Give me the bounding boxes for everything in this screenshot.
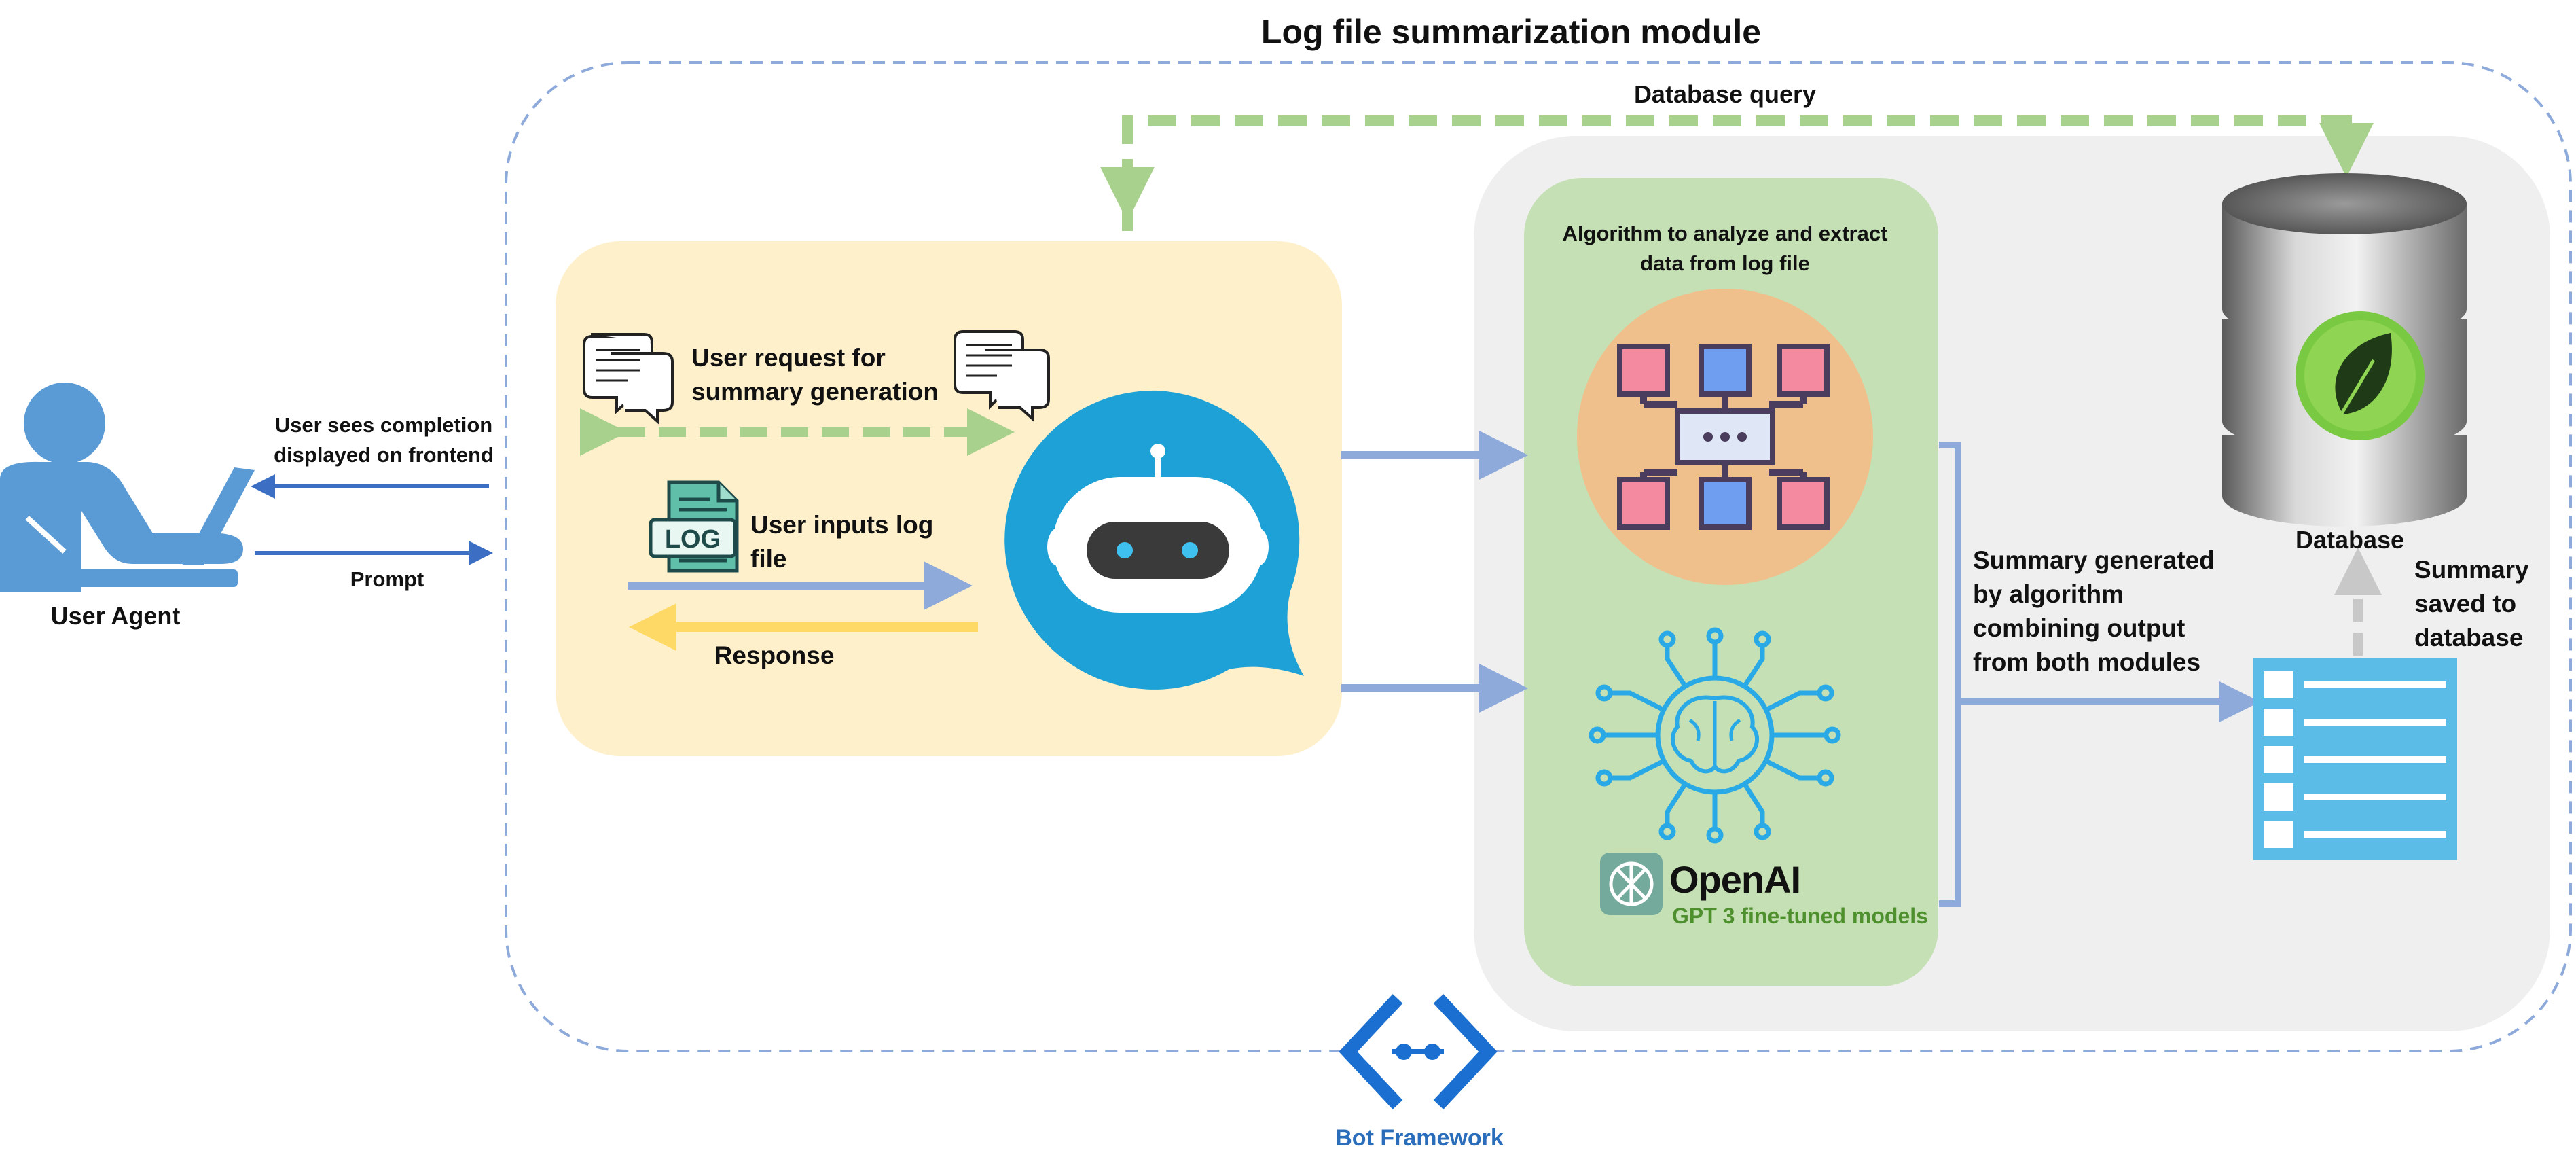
document-list-icon xyxy=(2253,658,2457,860)
log-badge-text: LOG xyxy=(664,525,721,554)
prompt-label: Prompt xyxy=(350,567,424,591)
gpt-models-label: GPT 3 fine-tuned models xyxy=(1672,904,1928,928)
openai-name: OpenAI xyxy=(1669,858,1801,901)
module-boundary xyxy=(505,61,2572,1052)
response-label: Response xyxy=(714,641,835,669)
openai-logo-icon xyxy=(1600,853,1663,915)
robot-chat-icon xyxy=(1004,390,1304,690)
summary-label: Summary generated by algorithm combining… xyxy=(1973,546,2215,676)
log-input-label: User inputs log file xyxy=(750,511,934,573)
ai-brain-icon xyxy=(1589,627,1841,844)
module-output-connector xyxy=(1939,442,1961,907)
user-sees-completion-label: User sees completion displayed on fronte… xyxy=(274,413,494,467)
chat-bubble-icon xyxy=(583,333,674,425)
diagram-title: Log file summarization module xyxy=(1260,13,1762,51)
chat-bubble-icon xyxy=(954,330,1050,422)
bot-framework-icon xyxy=(1339,994,1498,1109)
algorithm-label: Algorithm to analyze and extract data fr… xyxy=(1562,221,1888,275)
database-query-label: Database query xyxy=(1633,80,1817,108)
network-diagram-icon xyxy=(1577,289,1873,585)
saved-label: Summary saved to database xyxy=(2414,556,2529,652)
bot-framework-label: Bot Framework xyxy=(1335,1125,1504,1151)
request-label: User request for summary generation xyxy=(691,344,939,406)
user-agent-label: User Agent xyxy=(50,602,181,630)
leaf-icon xyxy=(2296,311,2425,440)
user-agent-icon xyxy=(0,383,255,592)
log-file-icon xyxy=(649,480,739,573)
database-label: Database xyxy=(2295,526,2405,554)
